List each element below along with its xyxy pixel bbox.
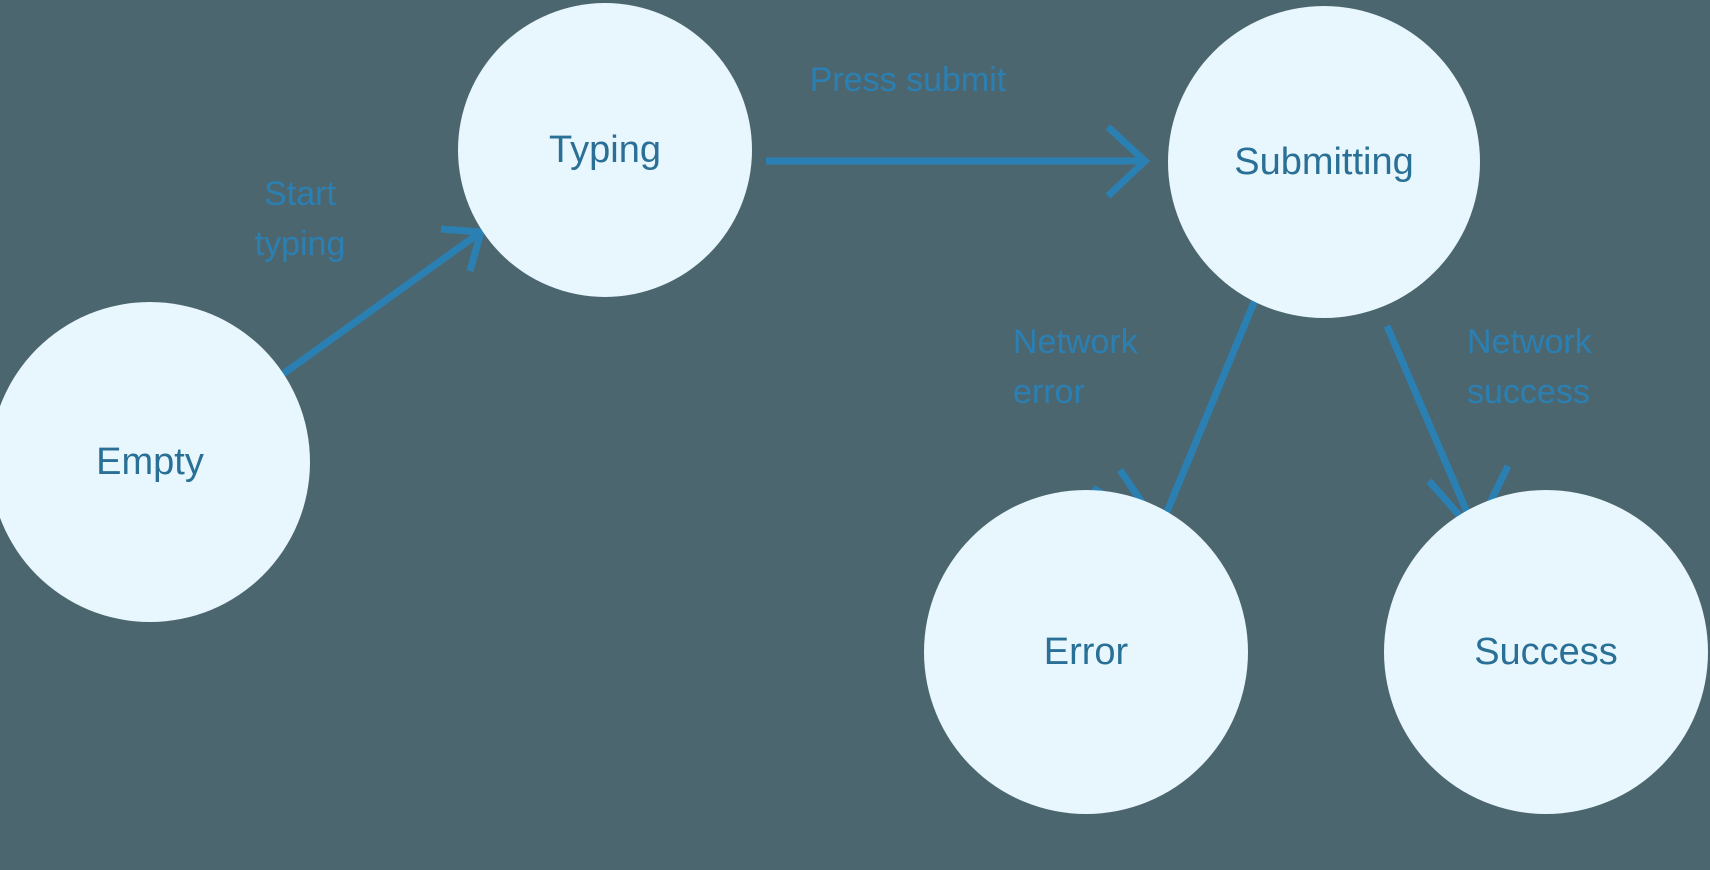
edge-label-line: success	[1467, 373, 1590, 411]
state-node-label: Success	[1474, 631, 1618, 673]
edge-typing-to-submitting	[766, 124, 1151, 199]
state-node-label: Typing	[549, 129, 661, 171]
state-node-circle[interactable]	[0, 302, 310, 622]
state-node-typing[interactable]: Typing	[458, 3, 752, 297]
state-node-circle[interactable]	[1168, 6, 1480, 318]
arrowhead-icon	[1105, 124, 1151, 199]
edge-label-submitting-to-error: Network error	[1013, 323, 1139, 411]
edge-label-line: Start	[264, 175, 336, 213]
edge-label-line: Network	[1013, 323, 1139, 361]
edge-label-empty-to-typing: Start typing	[255, 175, 346, 263]
arrowhead-icon	[440, 225, 486, 272]
edge-label-line: typing	[255, 225, 346, 263]
state-node-circle[interactable]	[924, 490, 1248, 814]
state-node-circle[interactable]	[1384, 490, 1708, 814]
state-node-label: Empty	[96, 441, 204, 483]
state-node-empty[interactable]: Empty	[0, 302, 310, 622]
state-node-circle[interactable]	[458, 3, 752, 297]
edge-label-submitting-to-success: Network success	[1467, 323, 1593, 411]
state-node-success[interactable]: Success	[1384, 490, 1708, 814]
edge-label-typing-to-submitting: Press submit	[810, 61, 1007, 99]
state-node-label: Error	[1044, 631, 1129, 673]
edge-label-line: Press submit	[810, 61, 1007, 99]
edge-line	[273, 231, 481, 382]
edge-line	[1383, 324, 1477, 528]
edge-empty-to-typing	[273, 225, 486, 382]
state-node-error[interactable]: Error	[924, 490, 1248, 814]
state-node-label: Submitting	[1234, 141, 1414, 183]
edge-label-line: Network	[1467, 323, 1593, 361]
edge-line	[1157, 298, 1259, 528]
edge-label-line: error	[1013, 373, 1085, 411]
state-node-submitting[interactable]: Submitting	[1168, 6, 1480, 318]
